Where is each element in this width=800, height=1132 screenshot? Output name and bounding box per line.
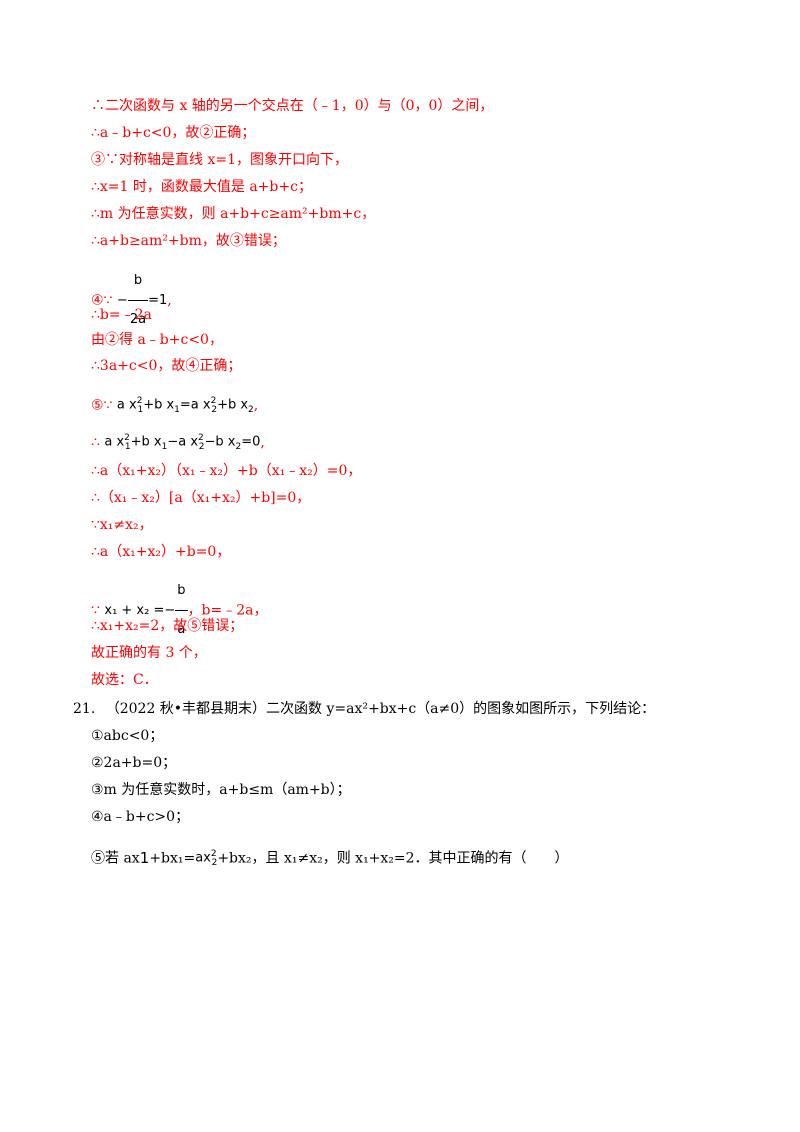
solution-line-6: ∴a+b≥am²+bm，故③错误； [91, 233, 286, 249]
solution-line-3: ③∵对称轴是直线 x=1，图象开口向下， [91, 152, 348, 168]
solution-line-10: ∴3a+c<0，故④正确； [91, 358, 242, 374]
solution-line-16: ∴a（x₁+x₂）+b=0， [91, 544, 231, 560]
solution-line-19: 故正确的有 3 个， [91, 645, 207, 661]
formula-difference-zero: a x21+b x1−a x22−b x2=0 [104, 433, 261, 452]
solution-line-15: ∵x₁≠x₂， [91, 517, 153, 533]
step4-because: ④∵ [91, 292, 113, 309]
question-option-1: ①abc<0； [91, 728, 164, 744]
formula-subscript-1: 1 [139, 849, 150, 868]
solution-line-4: ∴x=1 时，函数最大值是 a+b+c； [91, 179, 312, 195]
solution-line-5: ∴m 为任意实数，则 a+b+c≥am²+bm+c， [91, 206, 376, 222]
question-number: 21. [73, 701, 96, 717]
solution-line-14: ∴（x₁﹣x₂）[a（x₁+x₂）+b]=0， [91, 490, 311, 506]
solution-line-2: ∴a﹣b+c<0，故②正确； [91, 125, 256, 141]
solution-line-12: ∴ a x21+b x1−a x22−b x2=0, [91, 423, 265, 462]
formula-equal-values: a x21+b x1=a x22+b x2 [116, 396, 254, 415]
solution-line-11: ⑤∵ a x21+b x1=a x22+b x2, [91, 386, 258, 425]
solution-line-1: ∴二次函数与 x 轴的另一个交点在（﹣1，0）与（0，0）之间， [91, 98, 494, 114]
solution-line-18: ∴x₁+x₂=2，故⑤错误； [91, 618, 244, 634]
formula-ax2-squared: ax22 [195, 849, 218, 868]
question-option-5: ⑤若 ax1+bx₁=ax22+bx₂，且 x₁≠x₂，则 x₁+x₂=2．其中… [91, 840, 569, 877]
question-option-4: ④a﹣b+c>0； [91, 809, 190, 825]
solution-answer: 故选：C． [91, 672, 158, 688]
question-text: （2022 秋•丰都县期末）二次函数 y=ax²+bx+c（a≠0）的图象如图所… [105, 701, 656, 717]
question-21-stem: 21. （2022 秋•丰都县期末）二次函数 y=ax²+bx+c（a≠0）的图… [73, 700, 655, 718]
question-option-2: ②2a+b=0； [91, 755, 177, 771]
solution-line-13: ∴a（x₁+x₂）（x₁﹣x₂）+b（x₁﹣x₂）=0， [91, 463, 362, 479]
step5-because: ⑤∵ [91, 397, 113, 414]
solution-line-8: ∴b=﹣2a [91, 307, 152, 323]
solution-line-9: 由②得 a﹣b+c<0， [91, 332, 223, 348]
question-option-3: ③m 为任意实数时，a+b≤m（am+b）； [91, 782, 351, 798]
